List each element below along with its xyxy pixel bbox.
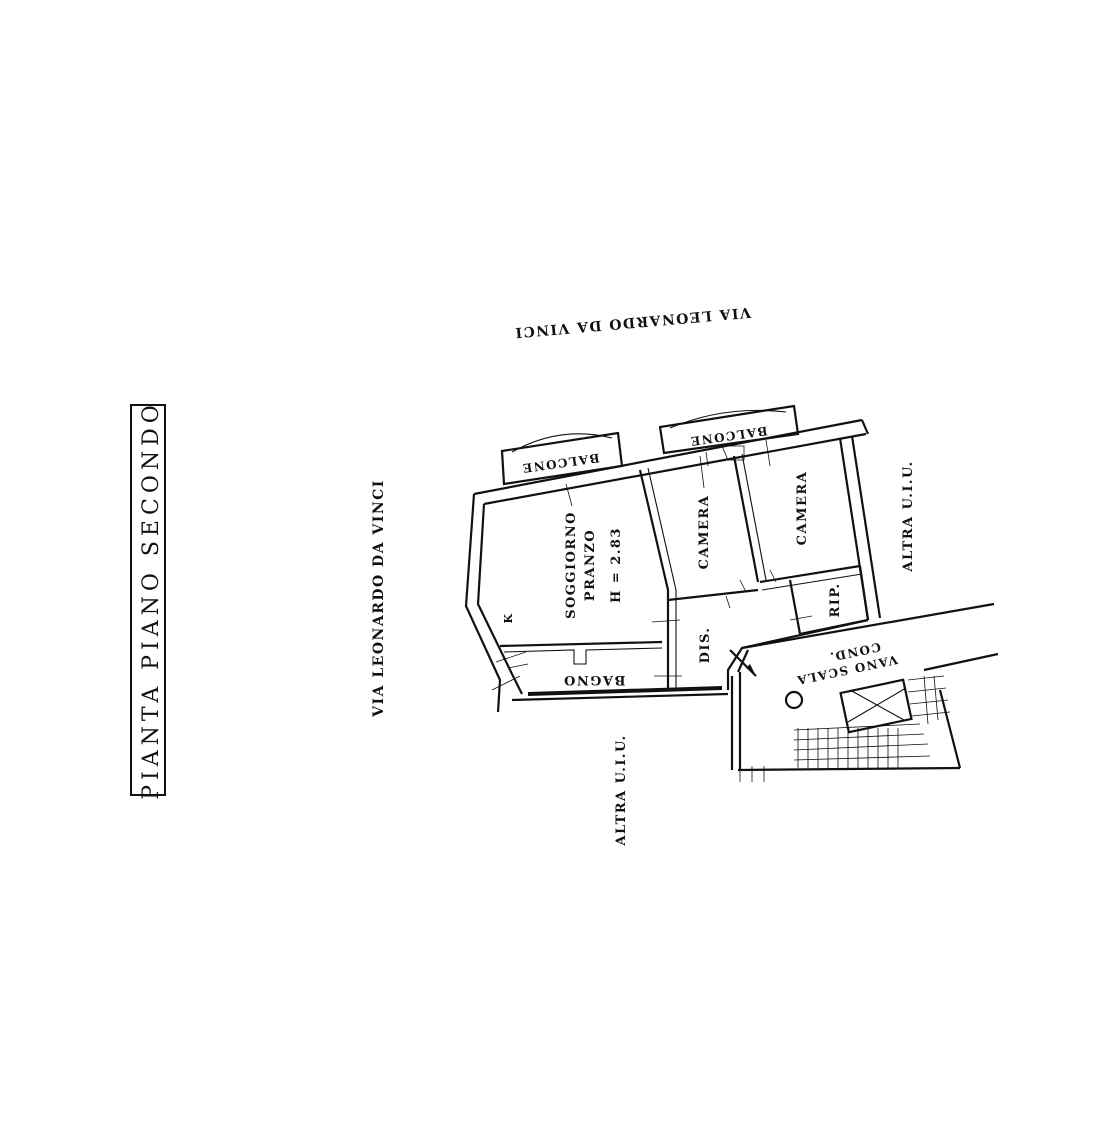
room-label-storage: RIP. (828, 582, 843, 617)
room-label-bathroom: BAGNO (563, 672, 626, 687)
neighbor-label-bottom: ALTRA U.I.U. (614, 734, 629, 846)
kitchen-mark: K (502, 612, 515, 623)
room-label-bedroom-1: CAMERA (697, 495, 712, 570)
plan-title: PIANTA PIANO SECONDO (139, 400, 164, 800)
room-label-bedroom-2: CAMERA (795, 471, 810, 546)
room-label-living: SOGGIORNO (564, 511, 579, 619)
room-label-height: H = 2.83 (609, 527, 624, 603)
street-label-top: VIA LEONARDO DA VINCI (513, 304, 752, 341)
stairwell (729, 602, 999, 782)
room-label-dining: PRANZO (583, 529, 598, 601)
title-block: PIANTA PIANO SECONDO (130, 400, 166, 800)
room-label-hallway: DIS. (698, 627, 713, 664)
neighbor-label-right: ALTRA U.I.U. (901, 460, 916, 572)
street-label-left: VIA LEONARDO DA VINCI (371, 479, 387, 718)
title-frame (130, 404, 166, 796)
internal-walls (499, 453, 870, 690)
door-marks (491, 445, 813, 691)
balcony-right (658, 404, 800, 455)
